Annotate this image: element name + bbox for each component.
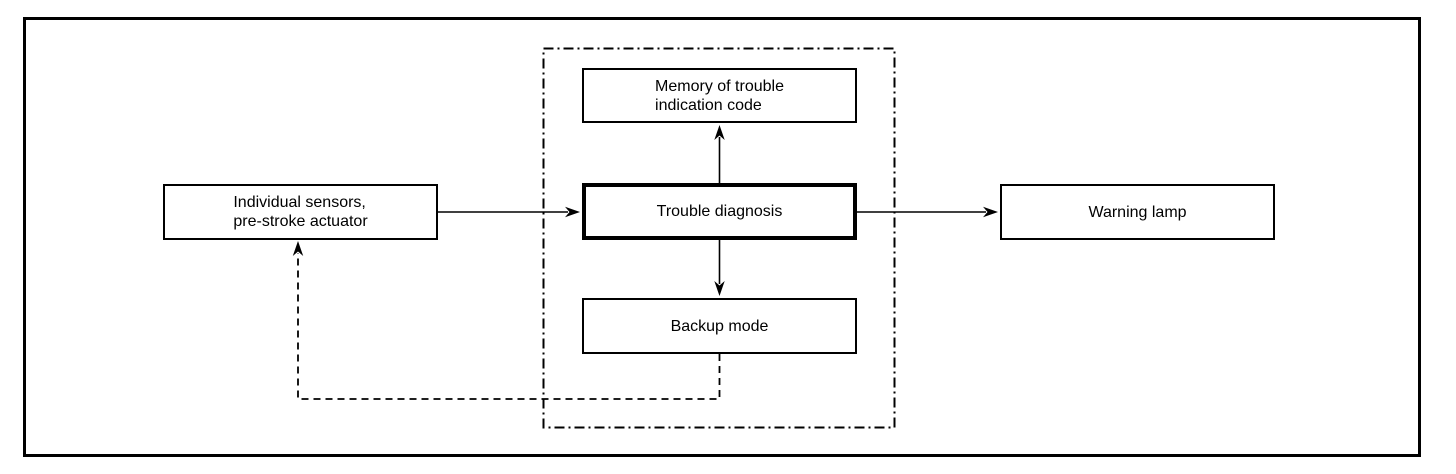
arrow-diagnosis-to-warning: [857, 206, 998, 218]
arrow-diagnosis-to-backup: [714, 240, 725, 296]
node-label-warning-lamp: Warning lamp: [1088, 203, 1187, 221]
node-memory-of-trouble: Memory of trouble indication code: [582, 68, 857, 123]
node-warning-lamp: Warning lamp: [1000, 184, 1275, 240]
arrow-sensors-to-diagnosis: [437, 206, 580, 218]
outer-border: [23, 17, 1421, 457]
node-backup-mode: Backup mode: [582, 298, 857, 354]
node-label-backup-mode: Backup mode: [670, 317, 769, 335]
node-trouble-diagnosis: Trouble diagnosis: [582, 183, 857, 240]
node-individual-sensors: Individual sensors, pre-stroke actuator: [163, 184, 438, 240]
dashed-feedback-backup-to-sensors: [292, 241, 721, 400]
arrow-diagnosis-to-memory: [714, 125, 725, 183]
node-label-individual-sensors: Individual sensors, pre-stroke actuator: [233, 194, 368, 230]
node-label-memory-of-trouble: Memory of trouble indication code: [655, 77, 784, 114]
dashdot-boundary-box: [542, 47, 896, 429]
node-label-trouble-diagnosis: Trouble diagnosis: [656, 203, 783, 220]
